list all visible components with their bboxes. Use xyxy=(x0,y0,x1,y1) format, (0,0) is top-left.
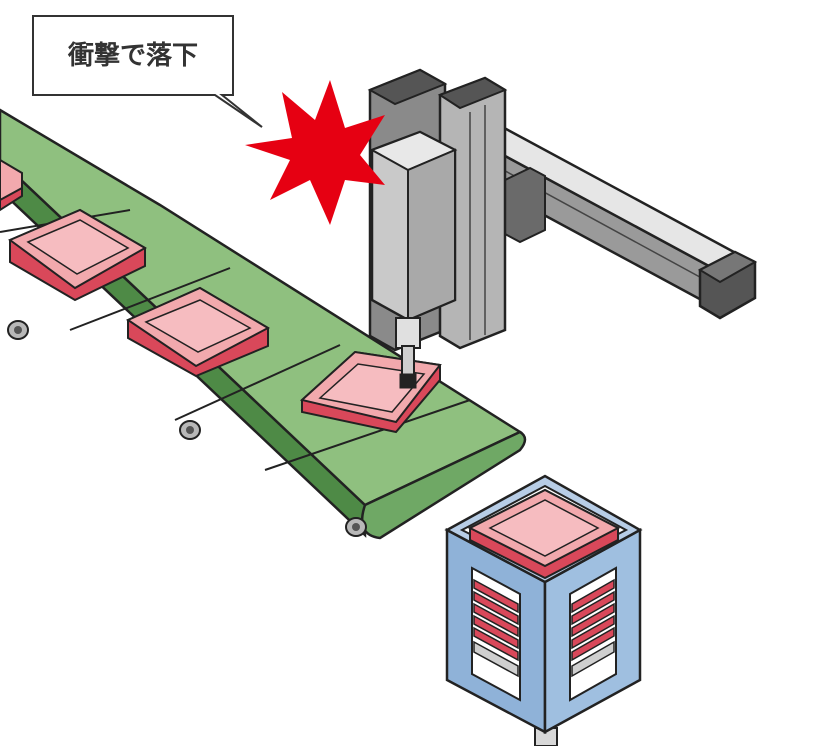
callout-bubble: 衝撃で落下 xyxy=(33,16,262,127)
roller xyxy=(346,518,366,536)
roller xyxy=(8,321,28,339)
callout-text: 衝撃で落下 xyxy=(67,41,198,71)
impact-burst-icon xyxy=(245,80,385,225)
tray-magazine xyxy=(447,476,640,746)
roller xyxy=(180,421,200,439)
gantry-robot xyxy=(370,70,755,388)
